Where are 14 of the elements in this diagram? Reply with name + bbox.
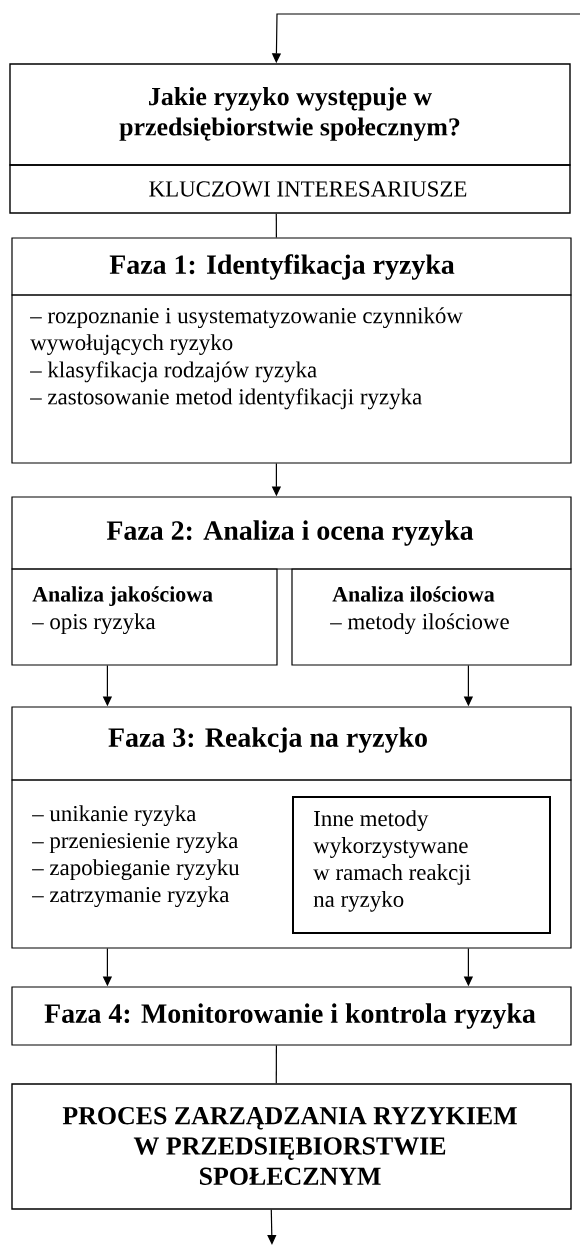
methods-box: Inne metody wykorzystywane w ramach reakcji na ryzyko xyxy=(292,796,551,934)
process-box: PROCES ZARZĄDZANIA RYZYKIEM W PRZEDSIĘBIORSTWIE SPOŁECZNYM xyxy=(11,1083,572,1210)
phase-header-box: Faza 3: Reakcja na ryzyko xyxy=(11,706,572,781)
phase-header-box: Faza 2: Analiza i ocena ryzyka xyxy=(11,496,572,570)
phase-header-box: Faza 4: Monitorowanie i kontrola ryzyka xyxy=(11,986,572,1046)
analysis-box: Analiza ilościowa – metody ilościowe xyxy=(291,568,572,666)
arrow xyxy=(267,1209,277,1245)
stakeholder-box: KLUCZOWI INTERESARIUSZE xyxy=(9,164,571,214)
question-box: Jakie ryzyko występuje w przedsiębiorstwie społecznym? xyxy=(9,63,571,166)
connector-line xyxy=(275,1045,277,1084)
phase-body-box: – rozpoznanie i usystematyzowanie czynników wywołujących ryzyko – klasyfikacja rodzajów ryzyka – zastosowanie metod identyfikacji ryzyka xyxy=(11,294,572,464)
phase-header-box: Faza 1: Identyfikacja ryzyka xyxy=(11,237,572,296)
analysis-box: Analiza jakościowa – opis ryzyka xyxy=(11,568,278,666)
connector-line xyxy=(275,213,277,238)
